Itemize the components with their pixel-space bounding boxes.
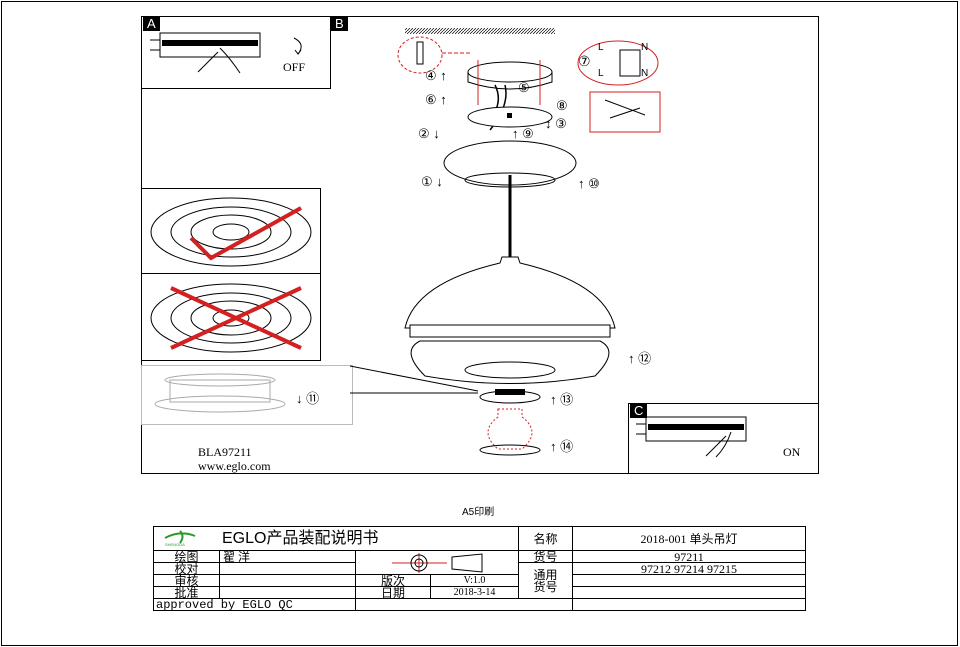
step-5: ⑤ bbox=[518, 80, 530, 95]
on-label: ON bbox=[783, 445, 801, 459]
step-6: ⑥ ↑ bbox=[425, 92, 447, 107]
incorrect-panel bbox=[141, 273, 321, 361]
breaker-on-icon bbox=[636, 416, 747, 458]
step-2: ② ↓ bbox=[418, 126, 440, 141]
projection-symbol-cell bbox=[355, 550, 519, 575]
panel-a-label: A bbox=[143, 17, 160, 31]
terminal-l-bottom: L bbox=[598, 68, 604, 79]
name-label: 名称 bbox=[518, 526, 573, 551]
approved-note: approved by EGLO QC bbox=[153, 598, 356, 611]
step-11: ↓ ⑪ bbox=[296, 391, 320, 406]
terminal-n-bottom: N bbox=[641, 68, 649, 79]
svg-text:SHENGDA: SHENGDA bbox=[165, 542, 185, 547]
step-14: ↑ ⑭ bbox=[550, 439, 574, 454]
panel-c bbox=[628, 403, 819, 474]
breaker-off-icon bbox=[150, 32, 261, 74]
model-code: BLA97211 bbox=[198, 445, 252, 459]
terminal-l-top: L bbox=[598, 42, 604, 53]
common-item-label: 通用货号 bbox=[518, 562, 573, 599]
panel-a bbox=[141, 16, 331, 89]
panel-c-label: C bbox=[630, 404, 648, 418]
blank-cell-2 bbox=[572, 598, 806, 611]
terminal-n-top: N bbox=[641, 42, 649, 53]
step-10: ↑ ⑩ bbox=[578, 176, 600, 191]
rotate-arrow-icon bbox=[293, 37, 302, 55]
step-11-panel bbox=[141, 365, 353, 425]
name-value: 2018-001 单头吊灯 bbox=[572, 526, 806, 551]
step-1: ① ↓ bbox=[421, 174, 443, 189]
leader-lines bbox=[350, 365, 479, 394]
terminal-detail bbox=[577, 40, 661, 133]
step-8: ⑧ bbox=[556, 98, 568, 113]
ring-install-icon bbox=[154, 373, 286, 413]
panel-b-label: B bbox=[331, 17, 348, 31]
step-12: ↑ ⑫ bbox=[628, 351, 652, 366]
step-7: ⑦ bbox=[578, 53, 591, 69]
website: www.eglo.com bbox=[198, 459, 271, 473]
blank-cell-1 bbox=[355, 598, 573, 611]
ring-check-cross-icons bbox=[150, 197, 312, 353]
step-3: ↕ ③ bbox=[545, 116, 567, 131]
pendant-exploded-diagram bbox=[397, 28, 616, 456]
projection-symbol-icon bbox=[392, 552, 483, 573]
print-note: A5印刷 bbox=[462, 507, 495, 518]
step-9: ↑ ⑨ bbox=[512, 126, 534, 141]
off-label: OFF bbox=[283, 60, 306, 74]
step-13: ↑ ⑬ bbox=[550, 392, 574, 407]
step-4: ④ ↑ bbox=[425, 68, 447, 83]
shengda-logo: SHENGDA bbox=[164, 530, 196, 547]
